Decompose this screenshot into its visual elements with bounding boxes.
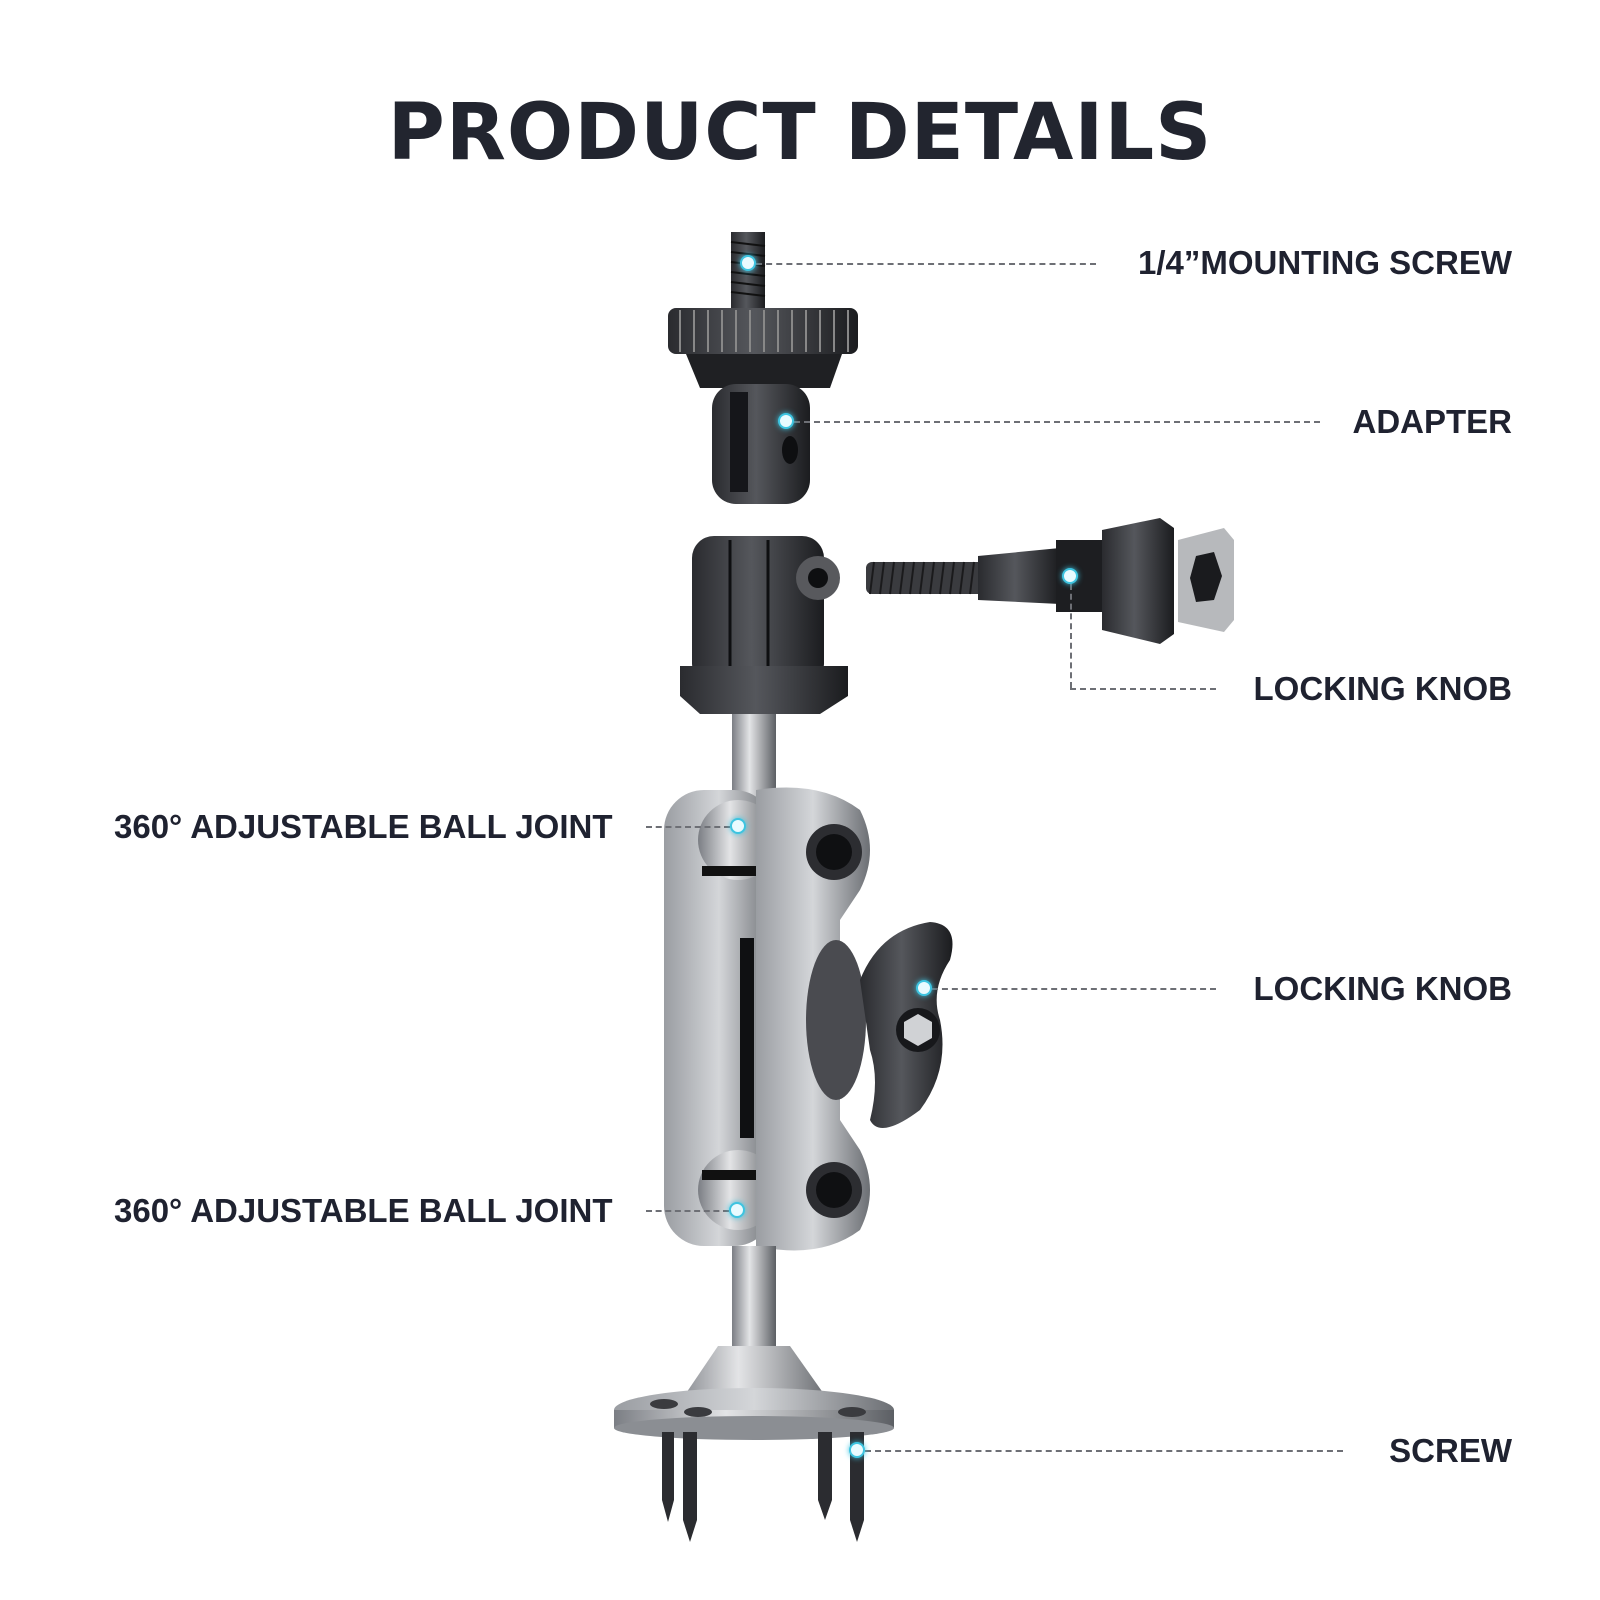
leader-line-ball-joint-bottom bbox=[646, 1210, 729, 1212]
marker-dot-locking-knob-top bbox=[1062, 568, 1078, 584]
leader-line-locking-knob-top-vertical bbox=[1070, 584, 1072, 688]
leader-line-ball-joint-top bbox=[646, 826, 730, 828]
base-plate-part bbox=[614, 1346, 894, 1440]
wing-locking-knob-part bbox=[806, 922, 953, 1128]
leader-line-mounting-screw bbox=[756, 263, 1096, 265]
callout-label-ball-joint-top: 360° ADJUSTABLE BALL JOINT bbox=[114, 808, 613, 845]
leader-line-locking-knob-top bbox=[1070, 688, 1216, 690]
callout-label-locking-knob-mid: LOCKING KNOB bbox=[1253, 970, 1513, 1007]
wood-screws-part bbox=[662, 1432, 864, 1542]
marker-dot-screw bbox=[849, 1442, 865, 1458]
adapter-part bbox=[712, 384, 810, 504]
callout-label-ball-joint-bottom: 360° ADJUSTABLE BALL JOINT bbox=[114, 1192, 613, 1229]
tri-prong-mount-part bbox=[680, 536, 848, 714]
leader-line-locking-knob-mid bbox=[932, 988, 1216, 990]
callout-label-screw: SCREW bbox=[1389, 1432, 1512, 1469]
callout-label-locking-knob-top: LOCKING KNOB bbox=[1253, 670, 1513, 707]
marker-dot-adapter bbox=[778, 413, 794, 429]
callout-label-adapter: ADAPTER bbox=[1352, 403, 1512, 440]
callout-label-mounting-screw: 1/4”MOUNTING SCREW bbox=[1137, 244, 1512, 281]
leader-line-screw bbox=[865, 1450, 1343, 1452]
page-title: PRODUCT DETAILS bbox=[387, 88, 1213, 178]
marker-dot-locking-knob-mid bbox=[916, 980, 932, 996]
leader-line-adapter bbox=[794, 421, 1320, 423]
marker-dot-mounting-screw bbox=[740, 255, 756, 271]
marker-dot-ball-joint-bottom bbox=[729, 1202, 745, 1218]
mounting-screw-part bbox=[668, 232, 858, 388]
locking-knob-thumbscrew-part bbox=[866, 518, 1234, 644]
lower-pole-part bbox=[732, 1246, 776, 1350]
marker-dot-ball-joint-top bbox=[730, 818, 746, 834]
